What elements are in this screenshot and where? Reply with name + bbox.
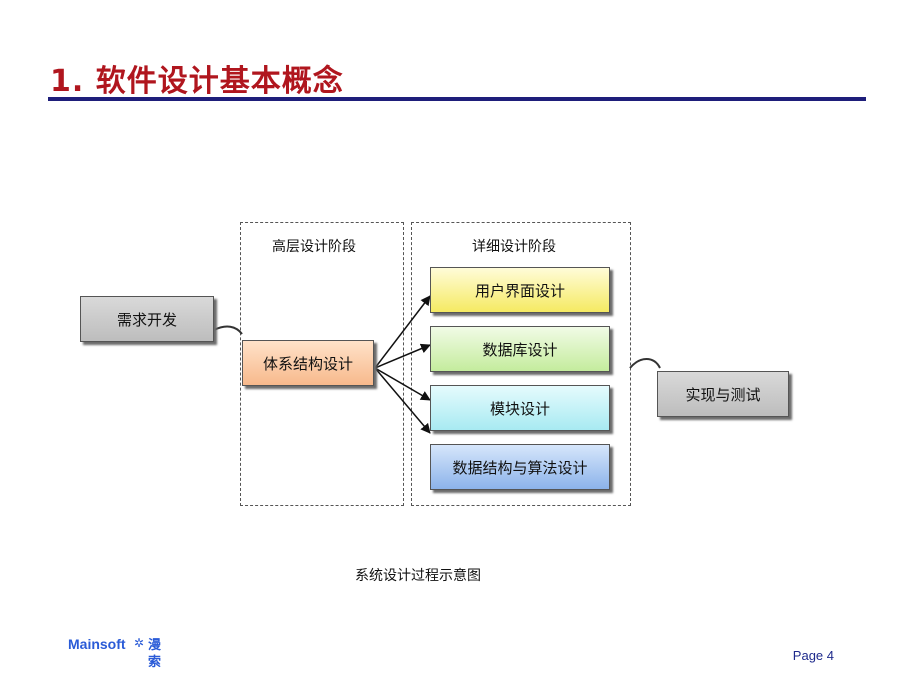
logo-star-icon: ✲ <box>134 636 145 650</box>
detailed-phase-container <box>411 222 631 506</box>
high-level-phase-label: 高层设计阶段 <box>272 239 356 255</box>
logo-cn-text: 漫 索 <box>148 637 162 669</box>
architecture-node: 体系结构设计 <box>242 340 374 386</box>
module-design-node: 模块设计 <box>430 385 610 431</box>
db-design-node: 数据库设计 <box>430 326 610 372</box>
high-level-phase-container <box>240 222 404 506</box>
title-underline <box>48 97 866 101</box>
detailed-phase-label: 详细设计阶段 <box>472 239 556 255</box>
arrow-to-ds-algo-design <box>374 367 431 434</box>
page-number: Page 4 <box>792 648 834 663</box>
diagram-caption: 系统设计过程示意图 <box>355 568 481 584</box>
logo-brand-text: Mainsoft <box>68 636 126 652</box>
arrow-detailed-to-impl <box>629 358 661 369</box>
arrow-to-module-design <box>374 367 431 401</box>
slide-title: 1. 软件设计基本概念 <box>50 64 344 99</box>
requirements-node: 需求开发 <box>80 296 214 342</box>
arrow-to-db-design <box>374 343 431 369</box>
ui-design-node: 用户界面设计 <box>430 267 610 313</box>
arrow-to-ui-design <box>374 295 431 369</box>
arrow-requirements-to-architecture <box>213 325 243 335</box>
impl-test-node: 实现与测试 <box>657 371 789 417</box>
ds-algo-design-node: 数据结构与算法设计 <box>430 444 610 490</box>
